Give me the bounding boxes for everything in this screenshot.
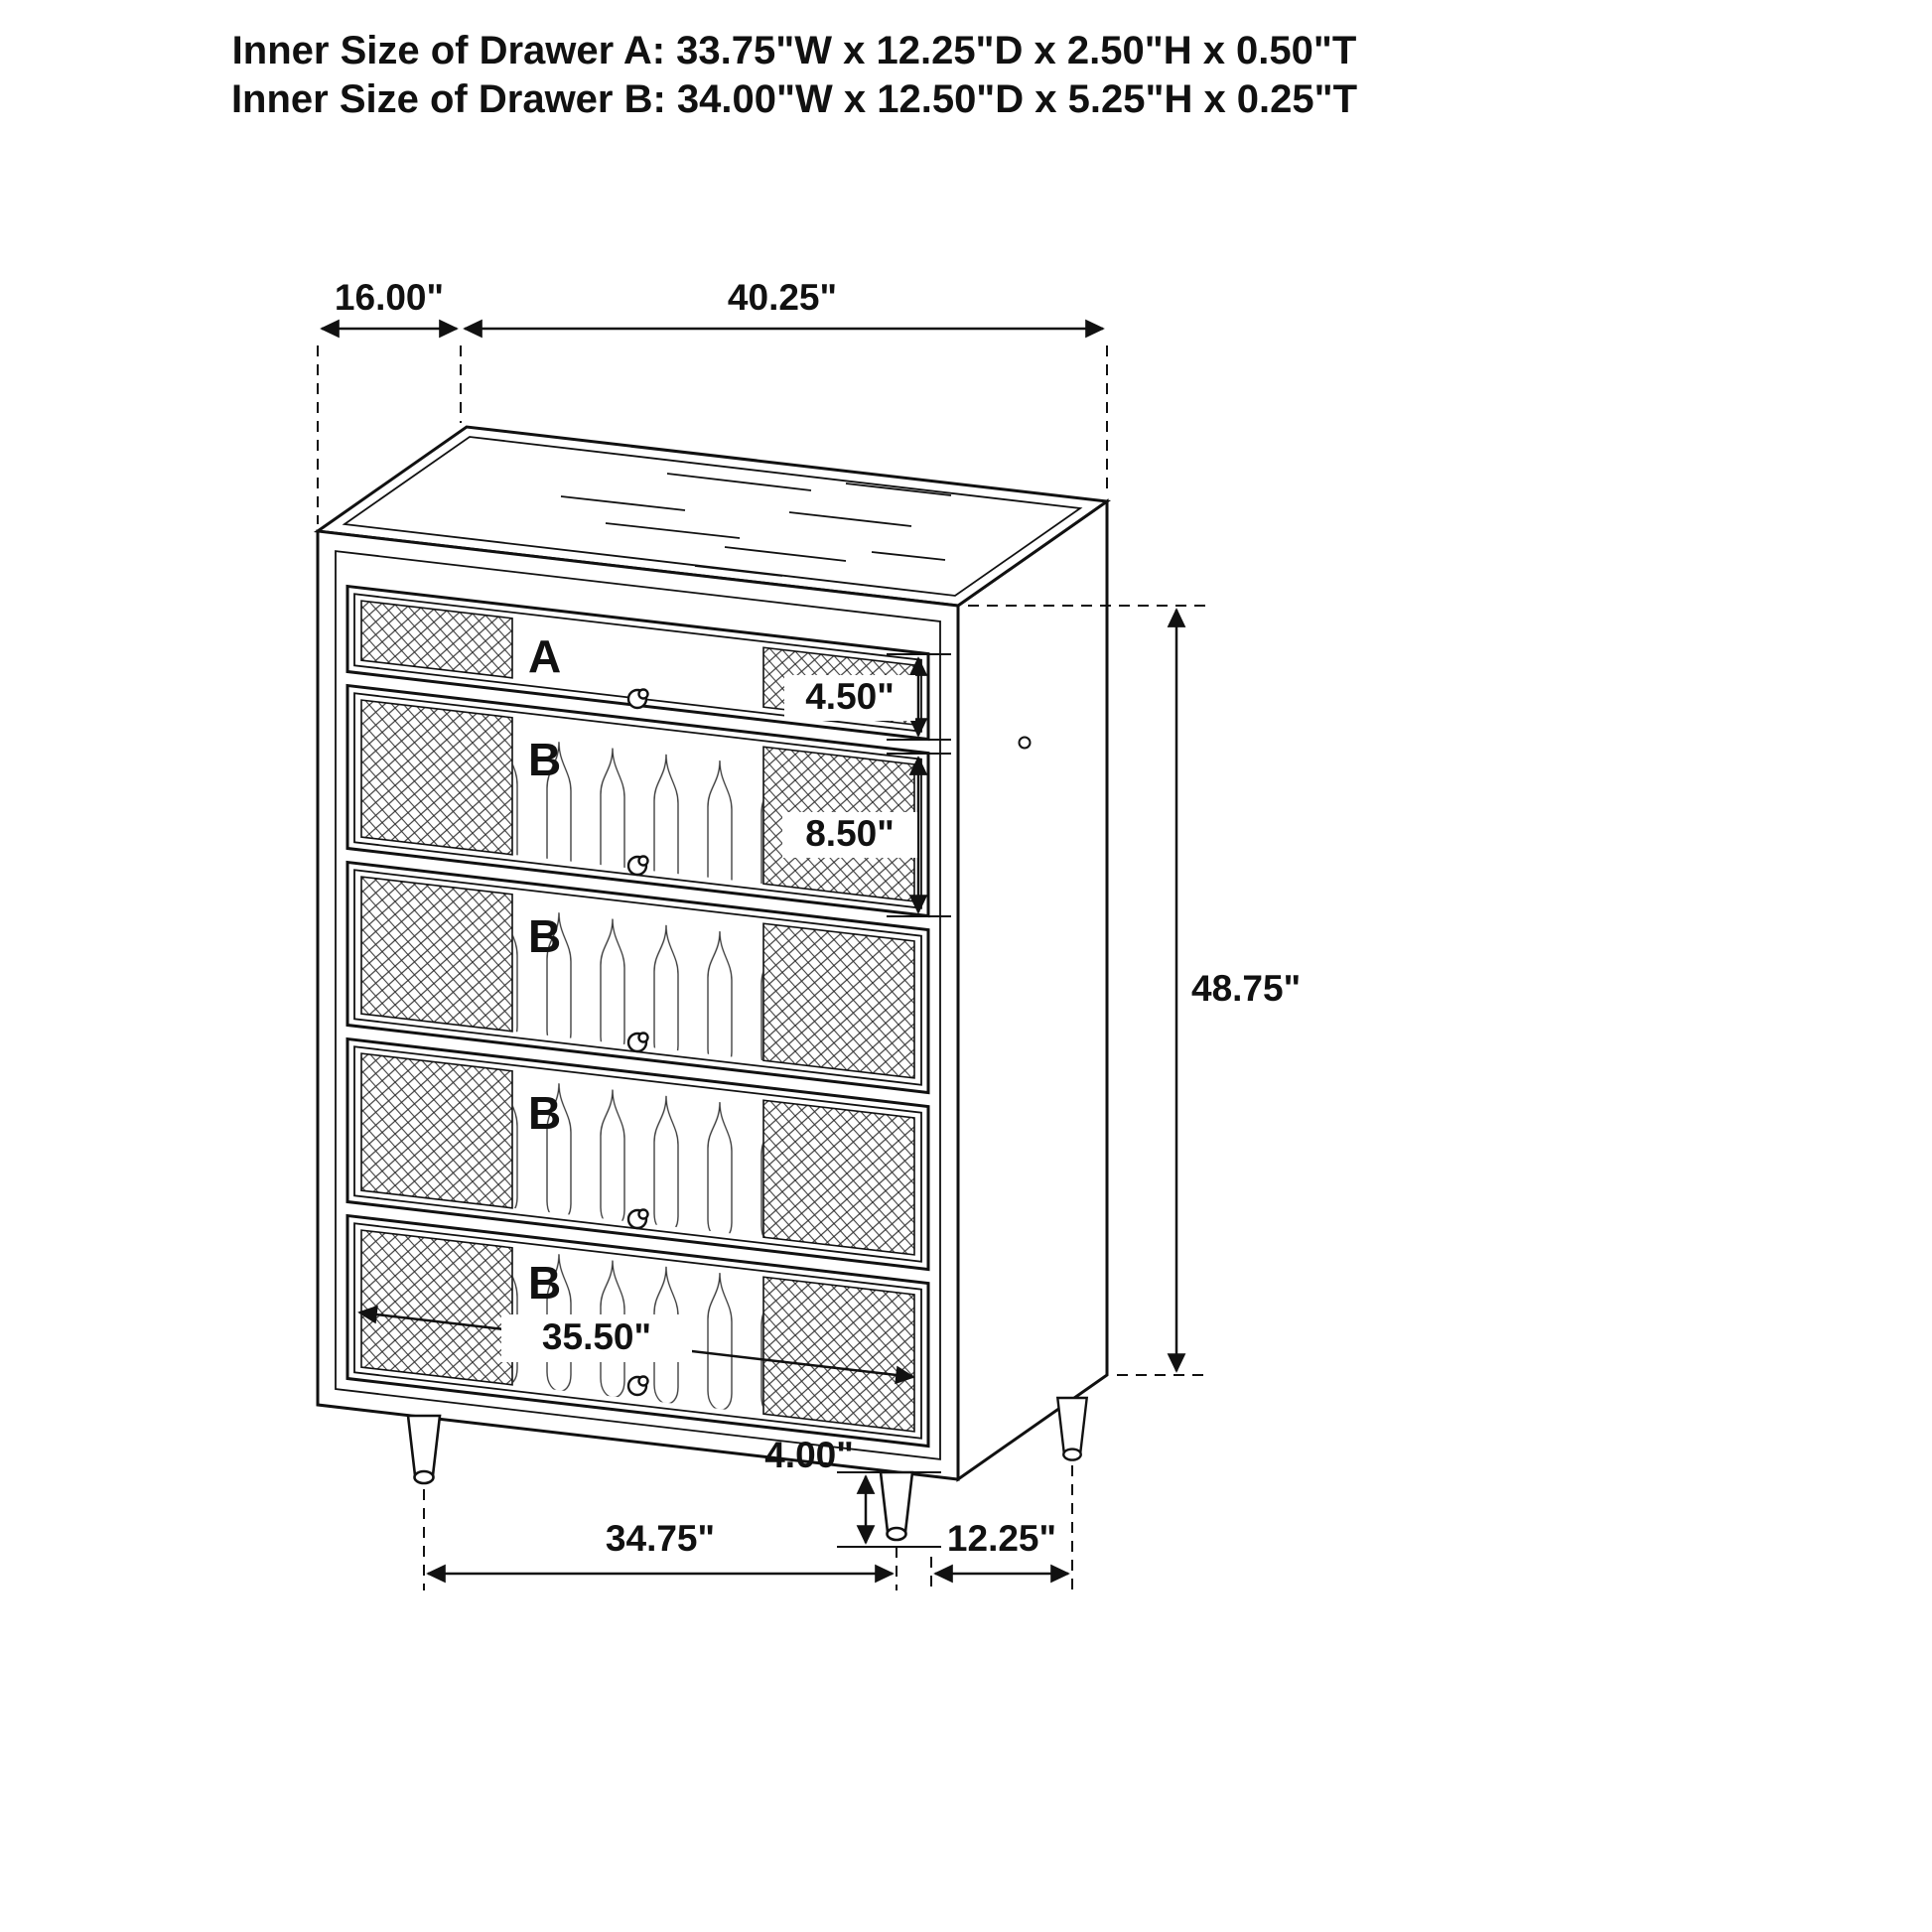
leg-span-side-label: 12.25": [947, 1518, 1056, 1559]
depth-top-label: 16.00": [335, 277, 444, 318]
drawer-b4-letter: B: [528, 1257, 561, 1309]
side-peg-hole: [1018, 736, 1032, 750]
drawer-b1-center-pattern: [512, 717, 763, 885]
front-left-leg: [406, 1414, 442, 1485]
drawer-a-letter: A: [528, 630, 561, 682]
drawer-b1-left-lattice: [360, 699, 513, 856]
drawer-b-height-label: 8.50": [805, 813, 895, 854]
title-block: Inner Size of Drawer A: 33.75"W x 12.25"…: [231, 29, 1357, 121]
front-inner-frame: [335, 550, 941, 1460]
drawer-b3-left-lattice: [360, 1052, 513, 1209]
height-label-box: [1183, 965, 1332, 1011]
title-line-2: Inner Size of Drawer B: 34.00"W x 12.50"…: [231, 77, 1357, 121]
front-right-leg: [879, 1470, 914, 1542]
drawer-b3-center-pattern: [512, 1070, 763, 1238]
top-shine-lines: [560, 473, 952, 577]
dimension-drawer-b-height: 8.50": [782, 753, 951, 917]
dimension-leg-span-side: 12.25": [930, 1465, 1073, 1590]
drawer-knob: [626, 1032, 649, 1053]
chest-drawing: A B B B B: [313, 425, 1112, 1542]
drawer-knob: [626, 1208, 649, 1230]
drawer-b4-right-lattice: [762, 1276, 915, 1433]
leg-span-front-label: 34.75": [606, 1518, 715, 1559]
cabinet-front-face: [316, 529, 960, 1481]
leg-height-label: 4.00": [764, 1435, 854, 1475]
drawer-a-left-lattice: [360, 600, 513, 679]
drawer-b4-left-lattice: [360, 1229, 513, 1386]
drawer-b-3: [345, 1036, 930, 1272]
drawer-b3-letter: B: [528, 1087, 561, 1139]
width-top-label: 40.25": [728, 277, 837, 318]
drawer-b2-center-pattern: [512, 894, 763, 1061]
dimension-width-top: 40.25": [463, 277, 1108, 496]
drawer-b2-right-lattice: [762, 922, 915, 1079]
drawer-knob: [626, 1375, 649, 1397]
dimension-leg-height: 4.00": [764, 1435, 941, 1548]
drawer-b2-letter: B: [528, 910, 561, 962]
drawer-knob: [626, 688, 649, 710]
drawer-a-height-label-box: [784, 675, 915, 721]
inner-width-label: 35.50": [542, 1316, 651, 1357]
dimension-depth-top: 16.00": [317, 277, 462, 524]
drawer-b-2: [345, 860, 930, 1095]
cabinet-legs: [406, 1396, 1089, 1542]
drawer-b3-right-lattice: [762, 1099, 915, 1256]
drawer-b-height-label-box: [782, 812, 917, 858]
drawer-b2-left-lattice: [360, 876, 513, 1033]
dimension-inner-width: 35.50": [357, 1305, 915, 1385]
dimension-drawer-a-height: 4.50": [784, 653, 951, 741]
back-right-leg: [1055, 1396, 1089, 1461]
height-right-label: 48.75": [1191, 968, 1301, 1009]
cabinet-side-face: [956, 498, 1109, 1482]
title-line-1: Inner Size of Drawer A: 33.75"W x 12.25"…: [232, 29, 1357, 72]
drawer-letter-labels: A B B B B: [528, 630, 561, 1309]
inner-width-label-box: [501, 1314, 692, 1362]
drawer-b1-letter: B: [528, 734, 561, 785]
dimension-leg-span-front: 34.75": [423, 1489, 897, 1590]
drawer-a-height-label: 4.50": [805, 676, 895, 717]
drawer-b-1: [345, 683, 930, 918]
dimension-height-right: 48.75": [968, 605, 1332, 1376]
drawer-knob: [626, 855, 649, 877]
